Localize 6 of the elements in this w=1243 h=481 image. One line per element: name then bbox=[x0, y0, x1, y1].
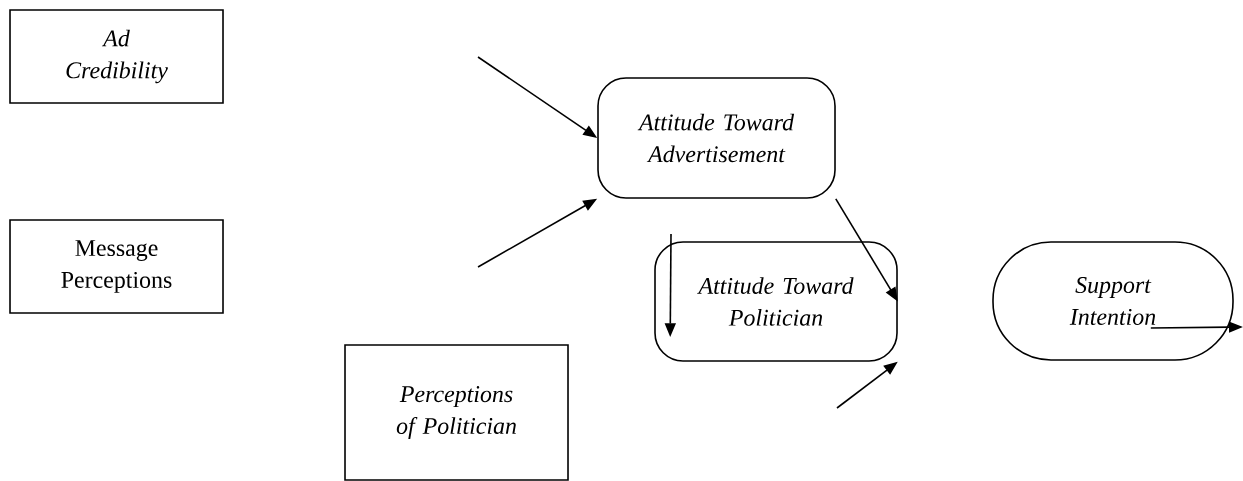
concept-box: Perceptions of Politician bbox=[344, 344, 569, 481]
concept-box: Message Perceptions bbox=[9, 219, 224, 314]
rounded-box: Attitude Toward Politician bbox=[654, 241, 898, 362]
pill-box: Support Intention bbox=[992, 241, 1234, 361]
rounded-box: Attitude Toward Advertisement bbox=[597, 77, 836, 199]
concept-box: Ad Credibility bbox=[9, 9, 224, 104]
